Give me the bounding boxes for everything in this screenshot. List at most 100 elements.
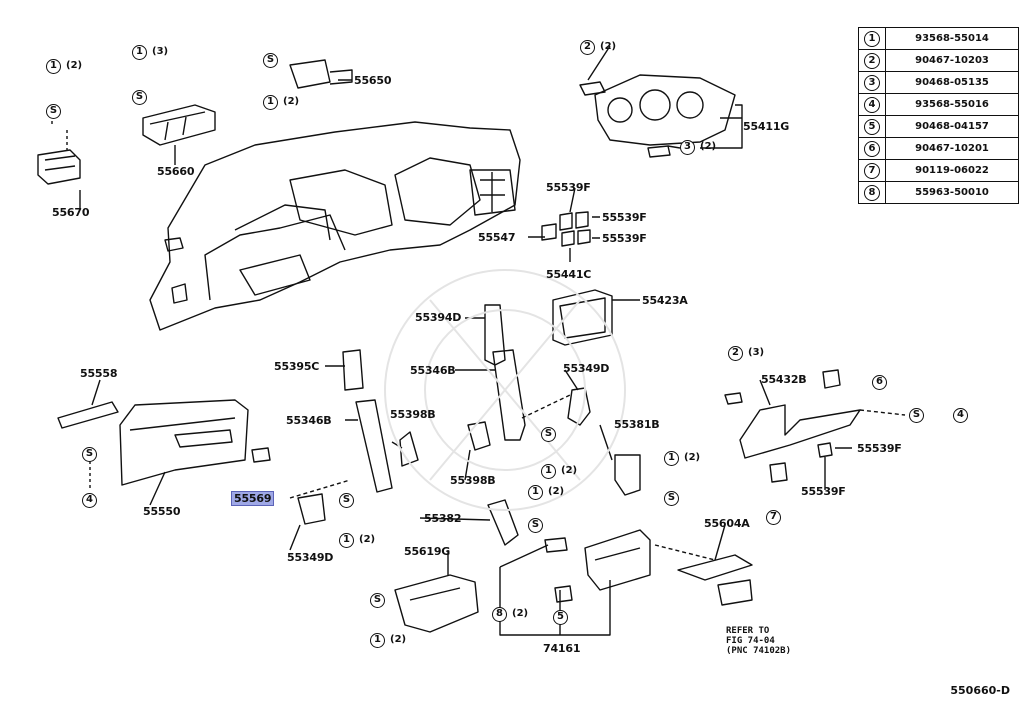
callout-qty: (2) [561,465,578,476]
legend-key-circle: 8 [864,184,880,201]
legend-part-number[interactable]: 90468-05135 [885,71,1019,94]
callout-2-icon: 2 [728,346,743,361]
callout-1-icon: 1 [664,451,679,466]
legend-key-circle: 5 [864,118,880,135]
legend-row: 1 93568-55014 [858,27,1019,50]
callout-s-icon: S [46,104,61,119]
callout-qty: (3) [748,347,765,358]
legend-part-number[interactable]: 90467-10201 [885,137,1019,160]
legend-row: 2 90467-10203 [858,49,1019,72]
part-label-55569-highlighted[interactable]: 55569 [231,491,275,506]
part-label-55619g[interactable]: 55619G [404,545,451,558]
part-label-55604a[interactable]: 55604A [704,517,750,530]
part-label-55398b-b[interactable]: 55398B [450,474,496,487]
legend-row: 4 93568-55016 [858,93,1019,116]
part-label-55423a[interactable]: 55423A [642,294,688,307]
part-label-74161[interactable]: 74161 [543,642,581,655]
part-label-55539f-d[interactable]: 55539F [857,442,902,455]
legend-key: 4 [858,93,886,116]
legend-row: 7 90119-06022 [858,159,1019,182]
callout-7-icon: 7 [766,510,781,525]
callout-s-icon: S [339,493,354,508]
instrument-panel-drawing [149,121,521,331]
callout-s-icon: S [528,518,543,533]
callout-1-icon: 1 [46,59,61,74]
legend-key: 1 [858,27,886,50]
part-label-55539f-b[interactable]: 55539F [602,211,647,224]
callout-qty: (2) [700,141,717,152]
part-label-55381b[interactable]: 55381B [614,418,660,431]
part-label-55346b-b[interactable]: 55346B [286,414,332,427]
callout-qty: (2) [684,452,701,463]
document-id: 550660-D [950,684,1010,697]
callout-4-icon: 4 [953,408,968,423]
callout-4-icon: 4 [82,493,97,508]
legend-key-circle: 1 [864,30,880,47]
part-label-55395c[interactable]: 55395C [274,360,320,373]
callout-qty: (3) [152,46,169,57]
callout-qty: (2) [548,486,565,497]
part-label-55547[interactable]: 55547 [478,231,516,244]
part-label-55550[interactable]: 55550 [143,505,181,518]
callout-s-icon: S [370,593,385,608]
callout-qty: (2) [600,41,617,52]
legend-part-number[interactable]: 90467-10203 [885,49,1019,72]
legend-part-number[interactable]: 93568-55014 [885,27,1019,50]
legend-key-circle: 6 [864,140,880,157]
legend-part-number[interactable]: 55963-50010 [885,181,1019,204]
callout-qty: (2) [283,96,300,107]
part-label-55650[interactable]: 55650 [354,74,392,87]
part-label-55382[interactable]: 55382 [424,512,462,525]
legend-key-circle: 7 [864,162,880,179]
legend-key: 6 [858,137,886,160]
legend-part-number[interactable]: 93568-55016 [885,93,1019,116]
legend-part-number[interactable]: 90468-04157 [885,115,1019,138]
part-label-55539f-e[interactable]: 55539F [801,485,846,498]
callout-1-icon: 1 [132,45,147,60]
part-label-55349d-b[interactable]: 55349D [287,551,334,564]
legend-key: 2 [858,49,886,72]
part-label-55432b[interactable]: 55432B [761,373,807,386]
callout-s-icon: S [263,53,278,68]
part-label-55539f-c[interactable]: 55539F [602,232,647,245]
callout-qty: (2) [390,634,407,645]
callout-1-icon: 1 [541,464,556,479]
callout-8-icon: 8 [492,607,507,622]
callout-s-icon: S [82,447,97,462]
vent-55660-drawing [142,104,216,146]
callout-qty: (2) [512,608,529,619]
vent-55670-drawing [37,149,81,185]
part-label-55670[interactable]: 55670 [52,206,90,219]
legend-key-circle: 4 [864,96,880,113]
legend-key: 8 [858,181,886,204]
watermark-emblem [384,269,626,511]
legend-key-circle: 2 [864,52,880,69]
callout-1-icon: 1 [339,533,354,548]
vent-55650-drawing [289,59,353,89]
callout-s-icon: S [541,427,556,442]
legend-key: 5 [858,115,886,138]
part-label-55558[interactable]: 55558 [80,367,118,380]
callout-s-icon: S [132,90,147,105]
part-label-55539f-a[interactable]: 55539F [546,181,591,194]
part-label-55349d-a[interactable]: 55349D [563,362,610,375]
part-label-55441c[interactable]: 55441C [546,268,592,281]
part-label-55411g[interactable]: 55411G [743,120,790,133]
meter-hood-drawing [594,74,736,146]
callout-qty: (2) [66,60,83,71]
callout-1-icon: 1 [528,485,543,500]
part-label-55398b-a[interactable]: 55398B [390,408,436,421]
legend-key: 3 [858,71,886,94]
callout-s-icon: S [664,491,679,506]
part-label-55346b-a[interactable]: 55346B [410,364,456,377]
callout-1-icon: 1 [370,633,385,648]
part-label-55394d[interactable]: 55394D [415,311,462,324]
legend-row: 6 90467-10201 [858,137,1019,160]
legend-part-number[interactable]: 90119-06022 [885,159,1019,182]
part-label-55660[interactable]: 55660 [157,165,195,178]
legend-key: 7 [858,159,886,182]
refer-note: REFER TO FIG 74-04 (PNC 74102B) [726,626,792,656]
callout-5-icon: 5 [553,610,568,625]
